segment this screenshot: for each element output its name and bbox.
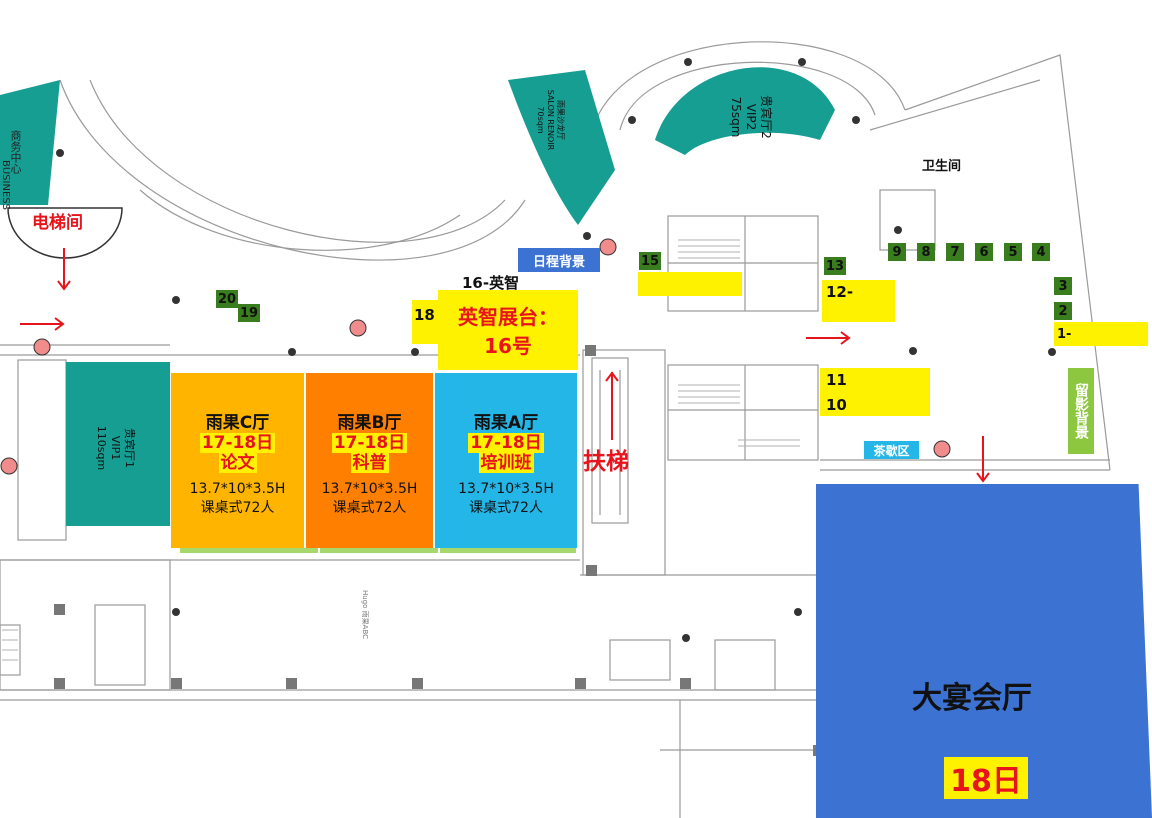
booth-tag: 16-英智 xyxy=(462,274,520,292)
stand-6: 6 xyxy=(975,243,993,261)
hall-c-size: 13.7*10*3.5H xyxy=(189,481,286,497)
business-center-label: 商务中心 xyxy=(8,130,22,174)
stand-18: 18 xyxy=(414,306,435,324)
stand-15-bar xyxy=(638,272,742,296)
hall-a-topic: 培训班 xyxy=(478,453,534,473)
stand-15: 15 xyxy=(639,252,661,270)
stand-1: 1- xyxy=(1057,327,1072,342)
photo-backdrop: 留影背景 xyxy=(1068,368,1094,454)
vip1-label: 贵宾厅1 VIP1 110sqm xyxy=(92,398,138,498)
stand-3: 3 xyxy=(1054,277,1072,295)
hall-c-seats: 课桌式72人 xyxy=(200,500,275,516)
hall-a-size: 13.7*10*3.5H xyxy=(458,481,554,497)
vip2-name: 贵宾厅2 xyxy=(759,95,774,139)
hall-c-date: 17-18日 xyxy=(199,433,276,453)
stand-12-bar xyxy=(822,280,895,322)
booth-side-bar xyxy=(412,300,440,344)
hall-b-date: 17-18日 xyxy=(331,433,408,453)
vip1-area: 110sqm xyxy=(95,425,108,471)
stand-7: 7 xyxy=(946,243,964,261)
hall-b-seats: 课桌式72人 xyxy=(332,500,407,516)
stand-11-10-bar xyxy=(820,368,930,416)
vip1-code: VIP1 xyxy=(109,435,122,461)
stand-9: 9 xyxy=(888,243,906,261)
escalator-label: 扶梯 xyxy=(583,449,629,475)
vip2-label: 贵宾厅2 VIP2 75sqm xyxy=(726,72,776,162)
booth-title: 英智展台： xyxy=(458,305,558,329)
hugo-caption: Hugo 雨果ABC xyxy=(361,590,369,640)
stand-19: 19 xyxy=(238,304,260,322)
banquet-date: 18日 xyxy=(944,757,1028,799)
booth-highlight: 英智展台： 16号 xyxy=(438,290,578,370)
hall-b-name: 雨果B厅 xyxy=(337,413,402,433)
stand-5: 5 xyxy=(1004,243,1022,261)
stand-20: 20 xyxy=(216,290,238,308)
vip1-name: 贵宾厅1 xyxy=(123,428,136,468)
stand-4: 4 xyxy=(1032,243,1050,261)
stand-1-bar xyxy=(1054,322,1148,346)
stand-13: 13 xyxy=(824,257,846,275)
stand-8: 8 xyxy=(917,243,935,261)
hall-b-topic: 科普 xyxy=(350,453,389,473)
salon-renoir-label: 雨果沙龙厅 SALON RENOIR 70sqm xyxy=(530,70,570,170)
salon-en: SALON RENOIR xyxy=(546,89,555,151)
hall-c: 雨果C厅 17-18日 论文 13.7*10*3.5H 课桌式72人 xyxy=(171,373,304,548)
banquet-title: 大宴会厅 xyxy=(912,681,1032,716)
restroom-label: 卫生间 xyxy=(922,159,962,174)
hall-b-size: 13.7*10*3.5H xyxy=(321,481,418,497)
salon-cn: 雨果沙龙厅 xyxy=(556,100,565,140)
hall-a-name: 雨果A厅 xyxy=(473,413,539,433)
stand-12: 12- xyxy=(826,283,854,301)
schedule-backdrop: 日程背景 xyxy=(518,248,600,272)
tea-area: 茶歇区 xyxy=(864,441,919,459)
vip2-area: 75sqm xyxy=(729,96,744,138)
hall-c-name: 雨果C厅 xyxy=(205,413,270,433)
hall-a-date: 17-18日 xyxy=(468,433,544,453)
booth-number: 16号 xyxy=(484,334,532,358)
vip2-code: VIP2 xyxy=(744,103,759,131)
hall-b: 雨果B厅 17-18日 科普 13.7*10*3.5H 课桌式72人 xyxy=(306,373,433,548)
salon-area: 70sqm xyxy=(536,106,545,134)
stand-11: 11 xyxy=(826,371,847,389)
stand-10: 10 xyxy=(826,396,847,414)
hall-a-seats: 课桌式72人 xyxy=(469,500,543,516)
business-center-en: BUSINESS xyxy=(0,160,11,210)
business-center-cn: 商务中心 xyxy=(9,130,22,174)
stand-2: 2 xyxy=(1054,302,1072,320)
hall-c-topic: 论文 xyxy=(218,453,257,473)
hall-a: 雨果A厅 17-18日 培训班 13.7*10*3.5H 课桌式72人 xyxy=(435,373,577,548)
elevator-label: 电梯间 xyxy=(32,213,83,233)
